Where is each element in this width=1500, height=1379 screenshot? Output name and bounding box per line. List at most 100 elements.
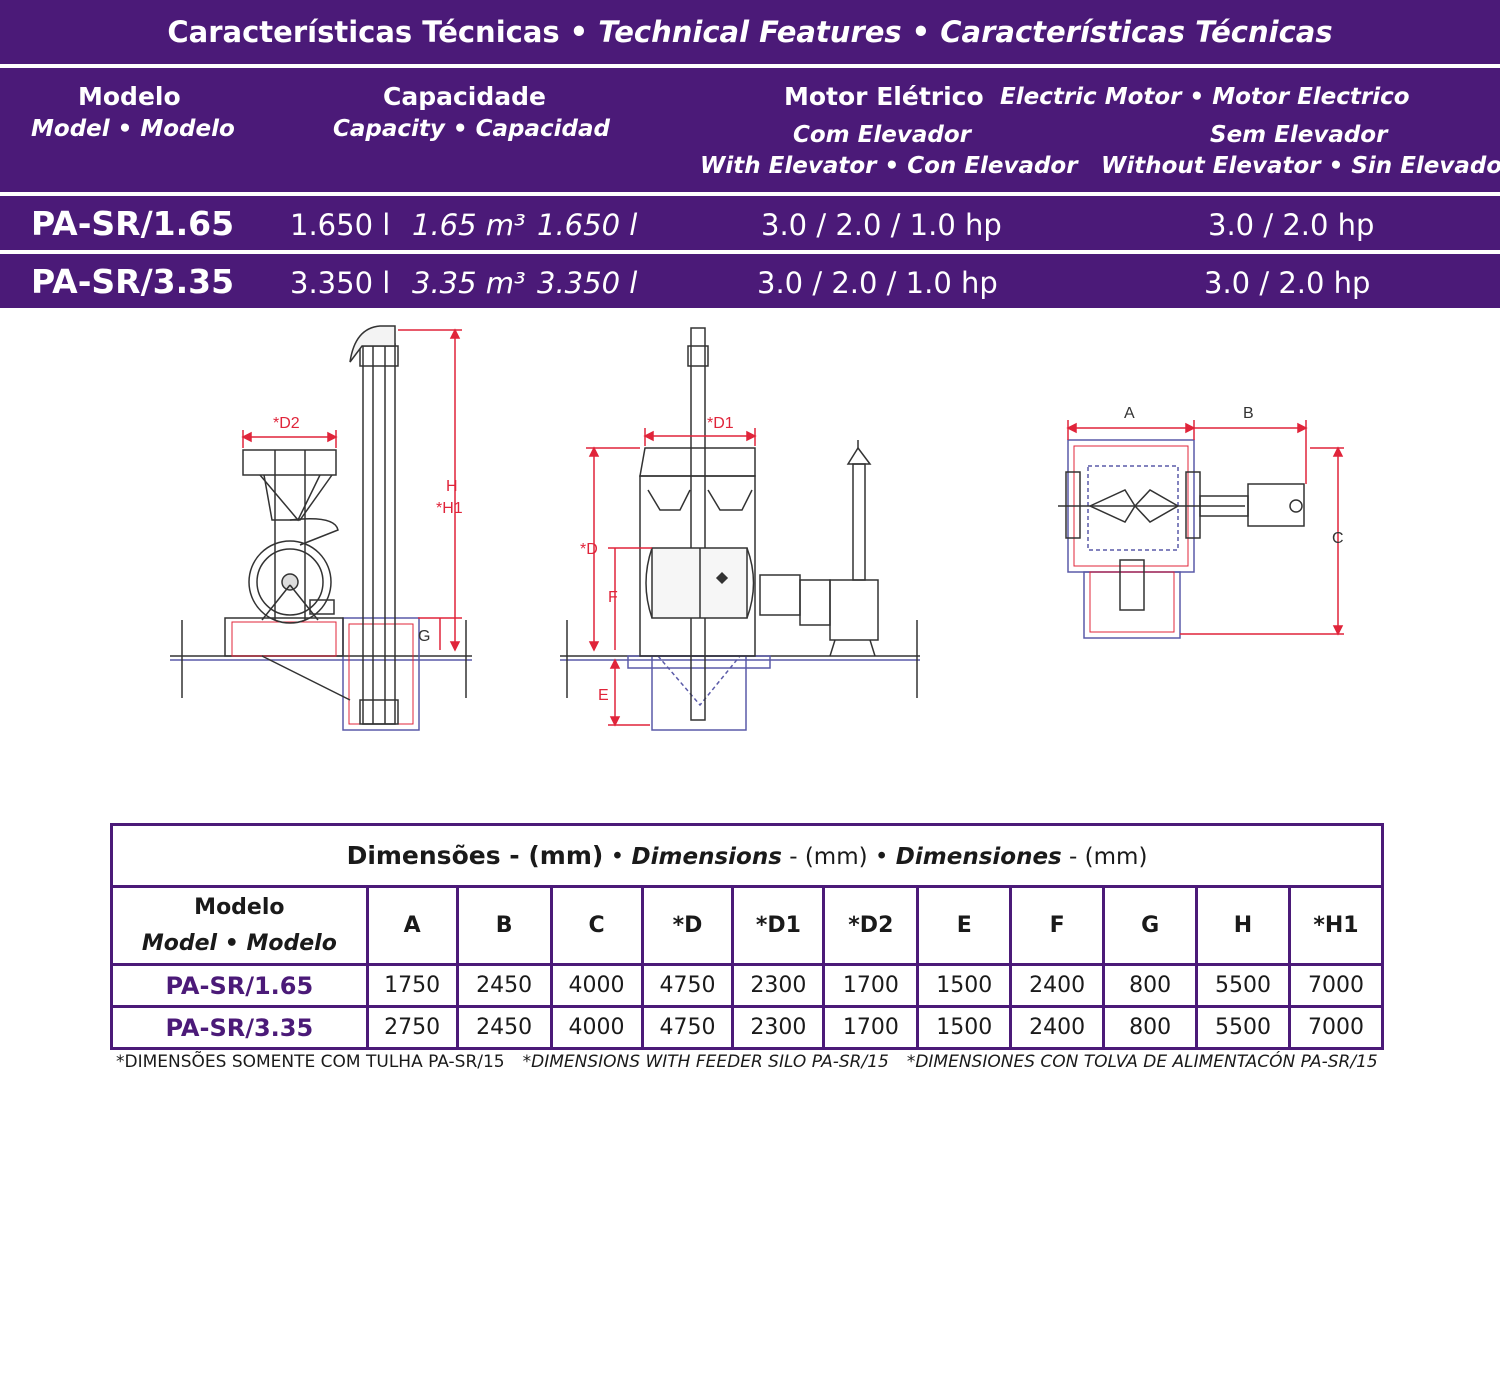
- cell-d1: 2300: [731, 1005, 826, 1050]
- footnote-pt: *DIMENSÕES SOMENTE COM TULHA PA-SR/15: [116, 1052, 505, 1072]
- dim-label-d1: *D1: [707, 415, 734, 432]
- dimensions-caption-pt: Dimensões - (mm): [346, 841, 604, 870]
- row-capacity-l2: 3.350 l: [537, 266, 638, 300]
- divider: [0, 192, 1500, 196]
- features-title-pt: Características Técnicas: [167, 15, 560, 49]
- table-row: PA-SR/1.65 1750 2450 4000 4750 2300 1700…: [110, 963, 1385, 1008]
- header-motor: Motor Elétrico: [784, 82, 984, 111]
- features-header-band: Modelo Model • Modelo Capacidade Capacit…: [0, 68, 1500, 192]
- divider: [0, 64, 1500, 68]
- cell-a: 2750: [365, 1005, 459, 1050]
- header-motor-sub: Electric Motor • Motor Electrico: [1000, 84, 1410, 110]
- cell-d: 4750: [640, 1005, 735, 1050]
- row-with-elevator: 3.0 / 2.0 / 1.0 hp: [757, 266, 998, 300]
- cell-f: 2400: [1009, 963, 1106, 1008]
- cell-d2: 1700: [822, 1005, 920, 1050]
- dim-label-h1: *H1: [436, 500, 463, 517]
- row-model: PA-SR/3.35: [31, 262, 235, 301]
- column-header: A: [365, 885, 459, 966]
- cell-h1: 7000: [1287, 1005, 1385, 1050]
- cell-h: 5500: [1195, 1005, 1291, 1050]
- dimensions-caption-en: Dimensions: [631, 844, 782, 870]
- cell-d: 4750: [640, 963, 735, 1008]
- side-view-drawing: [170, 325, 472, 731]
- column-header: G: [1102, 885, 1199, 966]
- header-model-sub: Model • Modelo: [31, 116, 235, 142]
- dimensions-caption-es: Dimensiones: [895, 844, 1062, 870]
- dim-label-g: G: [418, 628, 430, 645]
- title-bullet-1: •: [569, 15, 589, 49]
- header-capacity: Capacidade: [383, 82, 546, 111]
- header-model: Modelo: [78, 82, 181, 111]
- row-without-elevator: 3.0 / 2.0 hp: [1208, 208, 1375, 242]
- dim-label-h: H: [446, 478, 458, 495]
- row-model: PA-SR/3.35: [110, 1005, 369, 1050]
- caption-bullet: •: [874, 844, 889, 870]
- dim-label-b: B: [1243, 405, 1254, 422]
- features-title-band: Características Técnicas • Technical Fea…: [0, 0, 1500, 64]
- row-model: PA-SR/1.65: [31, 204, 235, 243]
- row-model: PA-SR/1.65: [110, 963, 369, 1008]
- row-capacity-m3: 1.65 m³: [412, 208, 526, 242]
- cell-h1: 7000: [1287, 963, 1385, 1008]
- cell-c: 4000: [549, 1005, 644, 1050]
- cell-c: 4000: [549, 963, 644, 1008]
- top-view-drawing: [1058, 439, 1305, 639]
- row-with-elevator: 3.0 / 2.0 / 1.0 hp: [761, 208, 1002, 242]
- dim-label-f: F: [608, 589, 618, 606]
- cell-e: 1500: [916, 963, 1013, 1008]
- cell-a: 1750: [365, 963, 459, 1008]
- dim-label-e: E: [598, 687, 609, 704]
- title-bullet-2: •: [911, 15, 931, 49]
- header-capacity-sub: Capacity • Capacidad: [333, 116, 610, 142]
- technical-drawings: *D2 H *H1 G: [170, 325, 1344, 731]
- column-header-model-pt: Modelo: [194, 894, 285, 920]
- footnote-es: *DIMENSIONES CON TOLVA DE ALIMENTACÓN PA…: [906, 1052, 1378, 1072]
- features-row: PA-SR/1.65 1.650 l 1.65 m³ 1.650 l 3.0 /…: [0, 196, 1500, 250]
- footnote-en: *DIMENSIONS WITH FEEDER SILO PA-SR/15: [522, 1052, 889, 1072]
- column-header: B: [455, 885, 553, 966]
- front-view-dimensions: [586, 428, 757, 727]
- side-view-dimensions: [241, 328, 462, 652]
- header-with-elevator-sub: With Elevator • Con Elevador: [700, 153, 1078, 179]
- column-header: H: [1195, 885, 1291, 966]
- features-title-en: Technical Features: [598, 15, 902, 49]
- divider: [0, 250, 1500, 254]
- cell-e: 1500: [916, 1005, 1013, 1050]
- footnote: *DIMENSÕES SOMENTE COM TULHA PA-SR/15 *D…: [116, 1052, 1386, 1072]
- dim-label-d: *D: [580, 541, 598, 558]
- column-header: E: [916, 885, 1013, 966]
- dim-label-d2: *D2: [273, 415, 300, 432]
- column-header: *H1: [1287, 885, 1385, 966]
- caption-unit: - (mm): [1069, 844, 1148, 870]
- caption-unit: - (mm): [789, 844, 868, 870]
- column-header: *D1: [731, 885, 826, 966]
- header-without-elevator-sub: Without Elevator • Sin Elevador: [1101, 153, 1500, 179]
- row-without-elevator: 3.0 / 2.0 hp: [1204, 266, 1371, 300]
- column-header: *D2: [822, 885, 920, 966]
- dimensions-table: Dimensões - (mm) • Dimensions - (mm) • D…: [110, 823, 1385, 1050]
- column-header: *D: [640, 885, 735, 966]
- cell-b: 2450: [455, 963, 553, 1008]
- column-header-model-sub: Model • Modelo: [141, 930, 337, 956]
- dim-label-a: A: [1124, 405, 1135, 422]
- caption-bullet: •: [610, 844, 625, 870]
- features-title-es: Características Técnicas: [940, 15, 1333, 49]
- cell-f: 2400: [1009, 1005, 1106, 1050]
- column-header-model: Modelo Model • Modelo: [110, 885, 369, 966]
- row-capacity-m3: 3.35 m³: [412, 266, 526, 300]
- column-header: C: [549, 885, 644, 966]
- top-view-dimensions: [1066, 420, 1344, 636]
- table-row: PA-SR/3.35 2750 2450 4000 4750 2300 1700…: [110, 1005, 1385, 1050]
- features-row: PA-SR/3.35 3.350 l 3.35 m³ 3.350 l 3.0 /…: [0, 254, 1500, 308]
- cell-g: 800: [1102, 1005, 1199, 1050]
- header-with-elevator: Com Elevador: [793, 122, 971, 148]
- cell-b: 2450: [455, 1005, 553, 1050]
- cell-d1: 2300: [731, 963, 826, 1008]
- row-capacity-l2: 1.650 l: [537, 208, 638, 242]
- front-view-drawing: [560, 327, 920, 731]
- cell-g: 800: [1102, 963, 1199, 1008]
- row-capacity-l: 3.350 l: [290, 266, 391, 300]
- dimensions-caption: Dimensões - (mm) • Dimensions - (mm) • D…: [110, 823, 1384, 888]
- header-without-elevator: Sem Elevador: [1210, 122, 1388, 148]
